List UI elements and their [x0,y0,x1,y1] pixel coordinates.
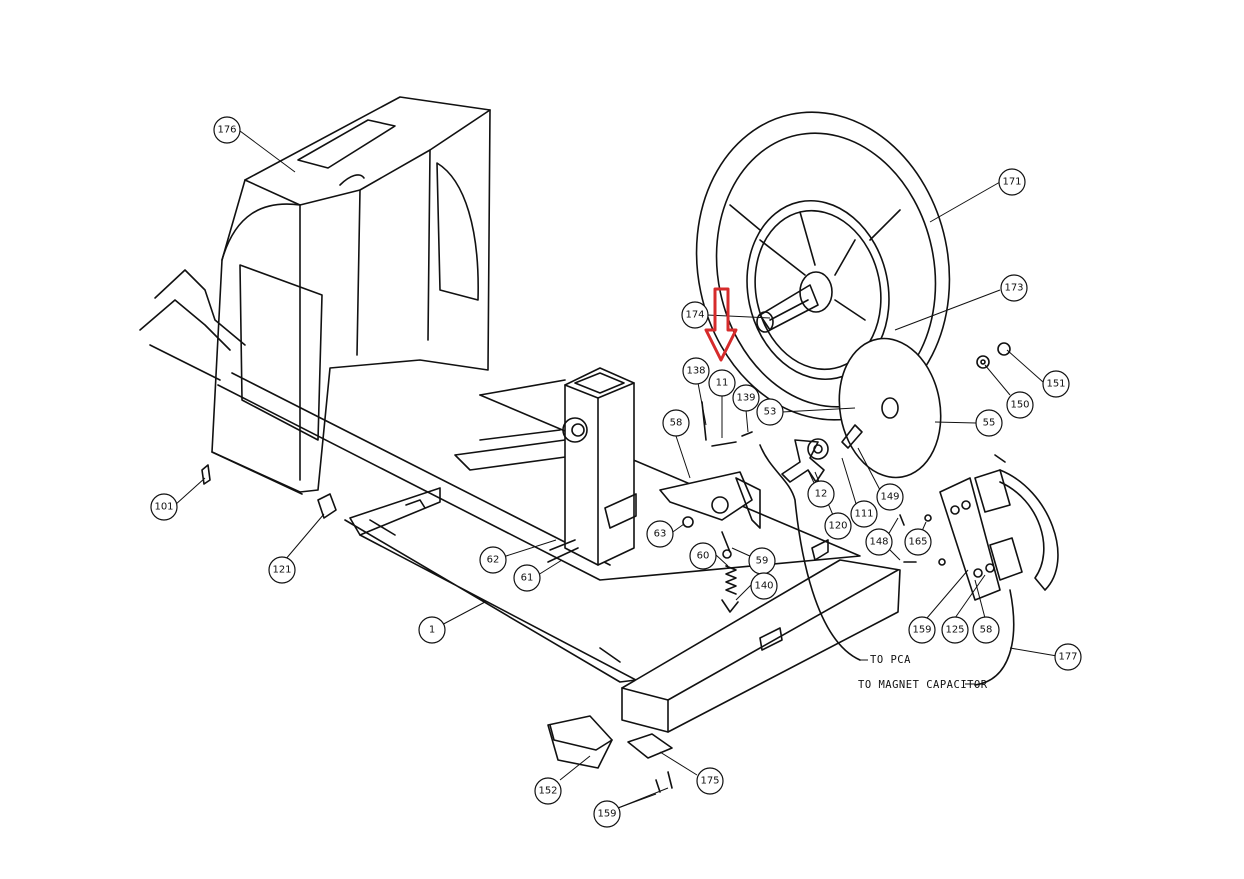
callout: 173 [1000,274,1028,302]
callout-label: 53 [764,407,777,418]
callout-label: 176 [217,125,236,136]
callout: 150 [1006,391,1034,419]
callout: 120 [824,512,852,540]
callout: 159 [908,616,936,644]
magnet-bracket [939,454,1059,601]
callout-label: 138 [686,366,705,377]
callout-label: 12 [815,489,828,500]
callout: 149 [876,483,904,511]
callout: 55 [975,409,1003,437]
note-to-magnet-capacitor: TO MAGNET CAPACITOR [858,679,988,691]
callout: 111 [850,500,878,528]
red-indicator-arrow [704,287,738,362]
callout: 152 [534,777,562,805]
rear-shroud [211,96,491,495]
callout-label: 58 [980,625,993,636]
callout: 138 [682,357,710,385]
callout-label: 120 [828,521,847,532]
callout: 1 [418,616,446,644]
callout: 177 [1054,643,1082,671]
hardware [201,342,1011,793]
callout: 59 [748,547,776,575]
callout: 175 [696,767,724,795]
callout-label: 58 [670,418,683,429]
callout: 63 [646,520,674,548]
callout: 121 [268,556,296,584]
callout: 165 [904,528,932,556]
callout: 148 [865,528,893,556]
main-frame [217,367,901,733]
callout-label: 11 [716,378,729,389]
callout-label: 1 [429,625,435,636]
callout-label: 59 [756,556,769,567]
callout: 60 [689,542,717,570]
callout-label: 152 [538,786,557,797]
callout: 58 [662,409,690,437]
callout-label: 175 [700,776,719,787]
callout-label: 125 [945,625,964,636]
callout-label: 61 [521,573,534,584]
callout-label: 63 [654,529,667,540]
callout-label: 139 [736,393,755,404]
callout-label: 171 [1002,177,1021,188]
callout: 171 [998,168,1026,196]
callout-label: 173 [1004,283,1023,294]
callout-label: 150 [1010,400,1029,411]
front-stabilizer-stub [139,269,246,381]
callout: 101 [150,493,178,521]
callout: 58 [972,616,1000,644]
callout: 151 [1042,370,1070,398]
callout: 125 [941,616,969,644]
callout-label: 140 [754,581,773,592]
callout-label: 174 [685,310,704,321]
flywheel [695,111,951,479]
callout: 174 [681,301,709,329]
callout: 140 [750,572,778,600]
callout-label: 111 [854,509,873,520]
callout-label: 101 [154,502,173,513]
callout-label: 121 [272,565,291,576]
callout-label: 165 [908,537,927,548]
note-to-pca: TO PCA [870,654,911,666]
callout: 62 [479,546,507,574]
feet [547,715,673,769]
callout-label: 151 [1046,379,1065,390]
callout-label: 177 [1058,652,1077,663]
callout: 61 [513,564,541,592]
callout-label: 62 [487,555,500,566]
callout: 53 [756,398,784,426]
callout: 11 [708,369,736,397]
callout-label: 149 [880,492,899,503]
callout-label: 159 [597,809,616,820]
callout-label: 159 [912,625,931,636]
callout: 159 [593,800,621,828]
cables [759,444,1015,686]
callout: 139 [732,384,760,412]
callout-label: 148 [869,537,888,548]
callout: 12 [807,480,835,508]
callout: 176 [213,116,241,144]
callout-label: 60 [697,551,710,562]
callout-label: 55 [983,418,996,429]
